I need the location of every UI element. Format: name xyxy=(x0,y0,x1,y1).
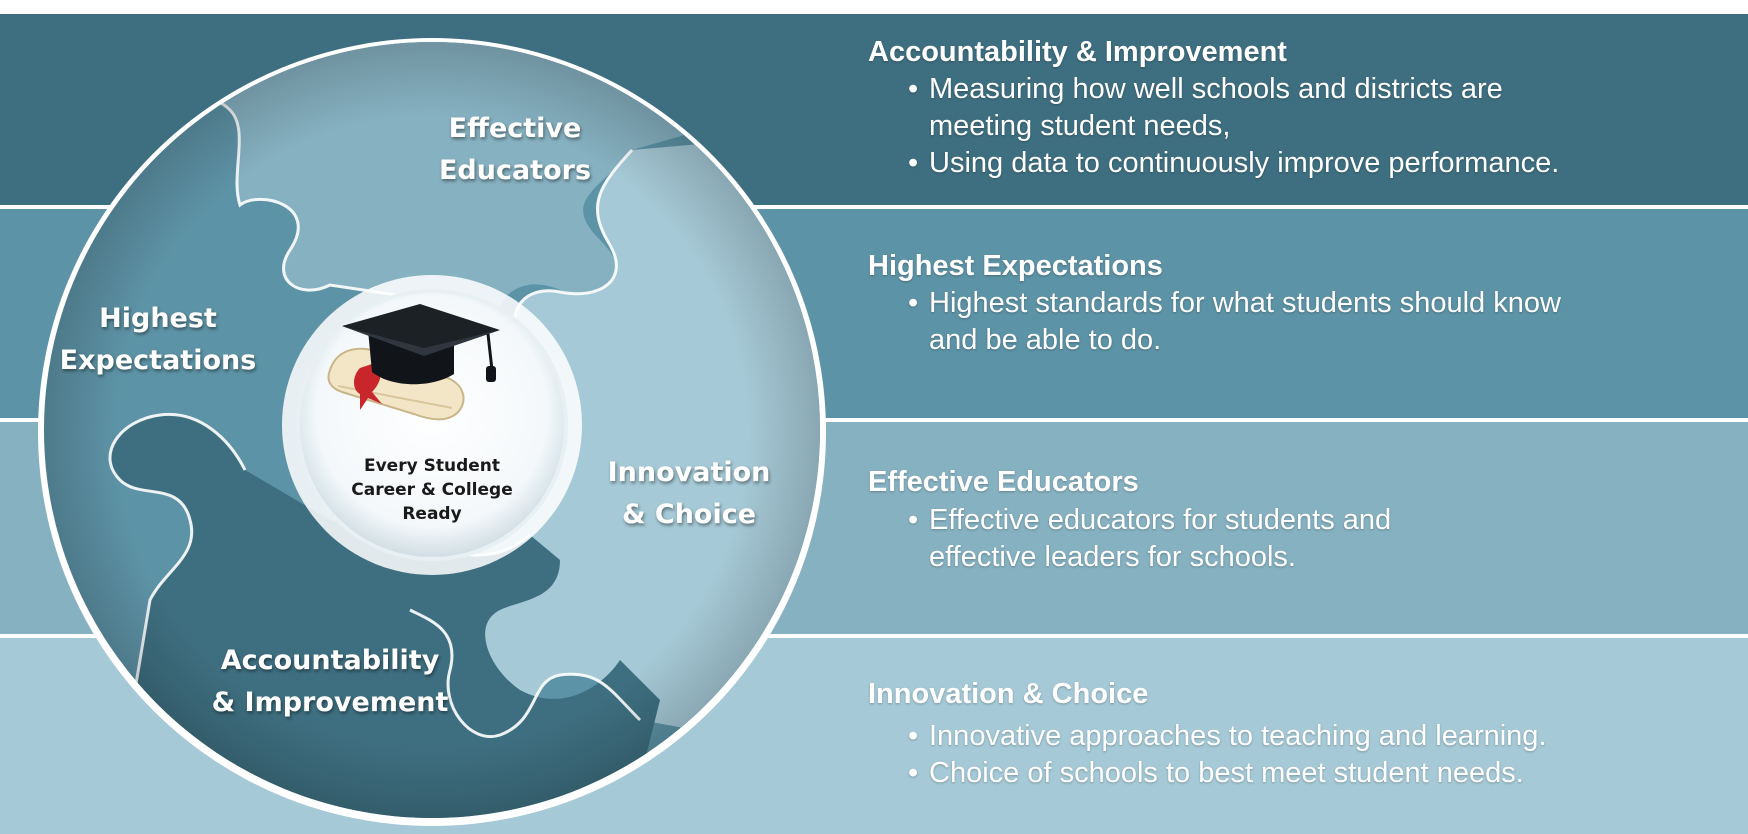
piece-label-effective-educators: Effective Educators xyxy=(410,108,620,192)
bullet-item: •Effective educators for students and xyxy=(908,504,1392,536)
bullet-item: •Using data to continuously improve perf… xyxy=(908,147,1560,179)
graduation-cap-diploma-icon xyxy=(327,304,500,421)
center-label-line-2: Career & College xyxy=(351,480,512,500)
center-label-line-3: Ready xyxy=(402,504,461,524)
bullet-item-continued: and be able to do. xyxy=(929,324,1162,356)
band-bullet-list: •Highest standards for what students sho… xyxy=(908,285,1561,359)
piece-label-line: Innovation xyxy=(607,457,771,488)
bullet-item: •Choice of schools to best meet student … xyxy=(908,757,1524,789)
bullet-item-continued: meeting student needs, xyxy=(929,110,1231,142)
band-title: Accountability & Improvement xyxy=(868,36,1287,68)
band-title: Effective Educators xyxy=(868,466,1139,498)
band-title: Highest Expectations xyxy=(868,250,1163,282)
piece-label-line: & Improvement xyxy=(211,687,449,718)
piece-label-line: Effective xyxy=(448,113,582,144)
bullet-item: •Highest standards for what students sho… xyxy=(908,287,1561,319)
center-label-line-1: Every Student xyxy=(364,456,500,476)
piece-label-accountability-improvement: Accountability & Improvement xyxy=(200,640,460,724)
piece-label-line: Expectations xyxy=(59,345,257,376)
bullet-item: •Measuring how well schools and district… xyxy=(908,73,1503,105)
band-bullet-list: •Effective educators for students and ef… xyxy=(908,502,1391,576)
piece-label-line: Accountability xyxy=(220,645,440,676)
bullet-item-continued: effective leaders for schools. xyxy=(929,541,1296,573)
band-title: Innovation & Choice xyxy=(868,678,1149,710)
piece-label-line: & Choice xyxy=(621,499,757,530)
band-bullet-list: •Measuring how well schools and district… xyxy=(908,71,1559,182)
piece-label-line: Highest xyxy=(99,303,217,334)
band-bullet-list: •Innovative approaches to teaching and l… xyxy=(908,718,1547,792)
piece-label-line: Educators xyxy=(438,155,592,186)
piece-label-highest-expectations: Highest Expectations xyxy=(48,298,268,382)
bullet-item: •Innovative approaches to teaching and l… xyxy=(908,720,1547,752)
piece-label-innovation-choice: Innovation & Choice xyxy=(594,452,784,536)
